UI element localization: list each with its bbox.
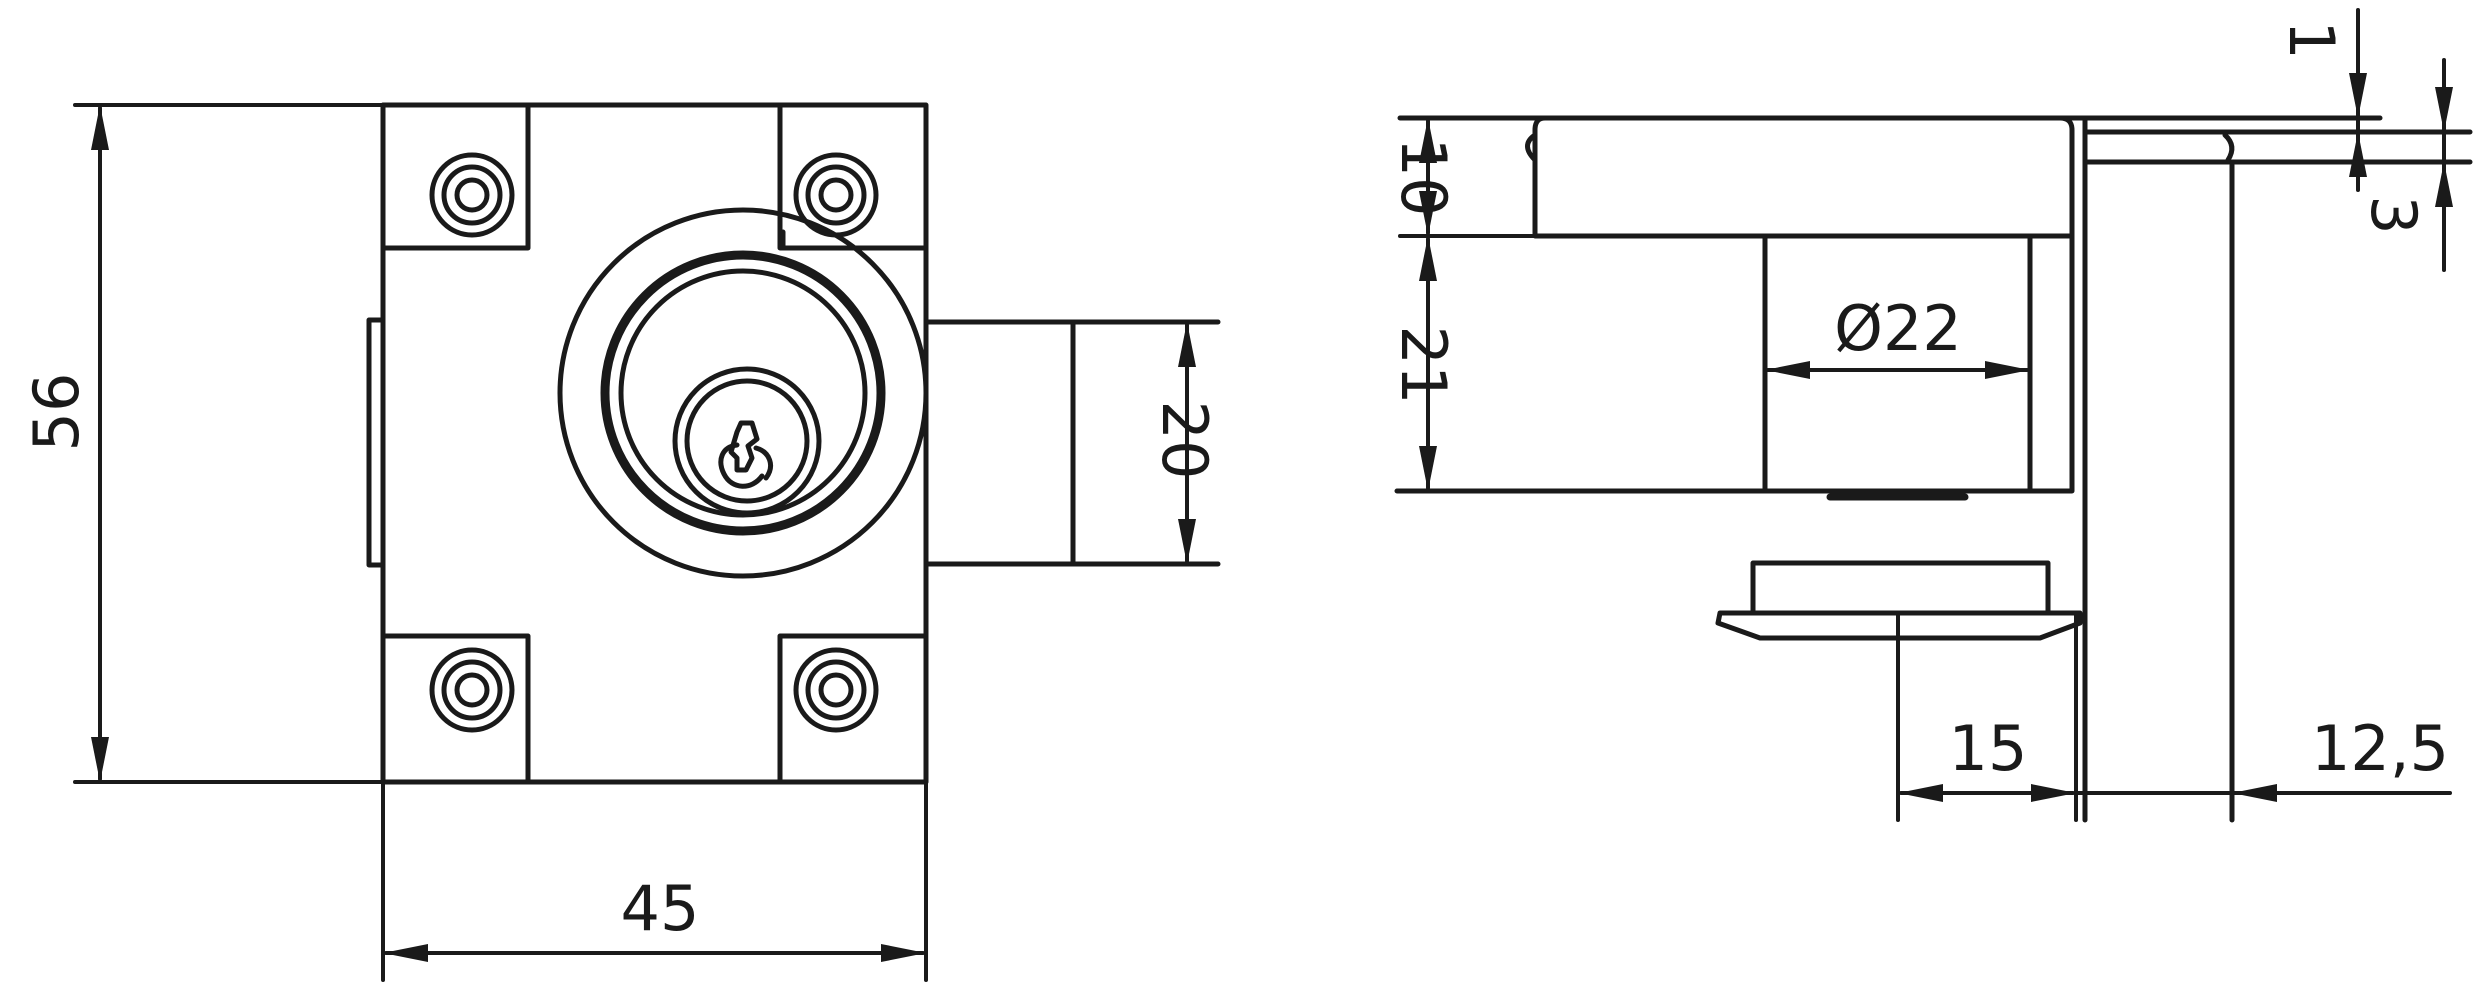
corner-plate-top-right <box>777 102 929 251</box>
dimension-height-56: 56 <box>20 373 93 452</box>
cylinder-rosette-outer <box>557 207 929 579</box>
screw-hole-top-left <box>429 152 515 238</box>
screw-hole-bottom-left <box>429 647 515 733</box>
cylinder-core-outer <box>672 366 822 516</box>
dimension-depth-15: 15 <box>1949 712 2028 785</box>
corner-plate-top-left <box>380 102 531 251</box>
dimension-bolt-20: 20 <box>1148 401 1221 480</box>
dimension-diameter-22: Ø22 <box>1834 292 1962 365</box>
keyway-icon <box>718 420 773 489</box>
base-block <box>1750 560 2051 616</box>
arrowhead <box>2349 73 2367 118</box>
arrowhead <box>2031 784 2076 802</box>
arrowhead <box>1178 322 1196 367</box>
arrowhead <box>383 944 428 962</box>
side-view: 10 21 Ø22 1 3 15 12,5 <box>1387 8 2473 823</box>
cylinder-rosette-inner <box>618 268 868 518</box>
arrowhead <box>2232 784 2277 802</box>
arrowhead <box>2435 87 2453 132</box>
side-rail <box>366 317 386 568</box>
arrowhead <box>881 944 926 962</box>
arrowhead <box>2349 132 2367 177</box>
corner-plate-bottom-left <box>380 633 531 785</box>
cylinder-core-inner <box>684 378 810 504</box>
arrowhead <box>2435 162 2453 207</box>
arrowhead <box>1765 361 1810 379</box>
arrowhead <box>1419 446 1437 491</box>
dimension-projection-12-5: 12,5 <box>2311 712 2449 785</box>
dimension-width-45: 45 <box>621 872 700 945</box>
corner-plate-bottom-right <box>777 633 929 785</box>
arrowhead <box>1419 118 1437 163</box>
arrowhead <box>1178 519 1196 564</box>
dimension-plate-1: 1 <box>2275 20 2348 59</box>
base-plate <box>1715 610 2083 641</box>
arrowhead <box>1985 361 2030 379</box>
bolt-end-detail <box>2222 132 2235 163</box>
arrowhead <box>1419 191 1437 236</box>
dimension-bolt-3: 3 <box>2357 195 2430 234</box>
front-plate <box>1532 115 2075 239</box>
front-view: 56 45 20 <box>20 102 1221 982</box>
screw-hole-bottom-right <box>793 647 879 733</box>
arrowhead <box>1419 236 1437 281</box>
arrowhead <box>91 105 109 150</box>
hidden-edge <box>780 229 840 251</box>
dimension-body-21: 21 <box>1387 326 1460 405</box>
plate-edge-detail <box>1525 132 1538 163</box>
arrowhead <box>91 737 109 782</box>
arrowhead <box>1898 784 1943 802</box>
cylinder-rosette-ring <box>600 250 886 536</box>
housing-outline <box>1394 233 2075 494</box>
dimension-upper-10: 10 <box>1387 138 1460 217</box>
